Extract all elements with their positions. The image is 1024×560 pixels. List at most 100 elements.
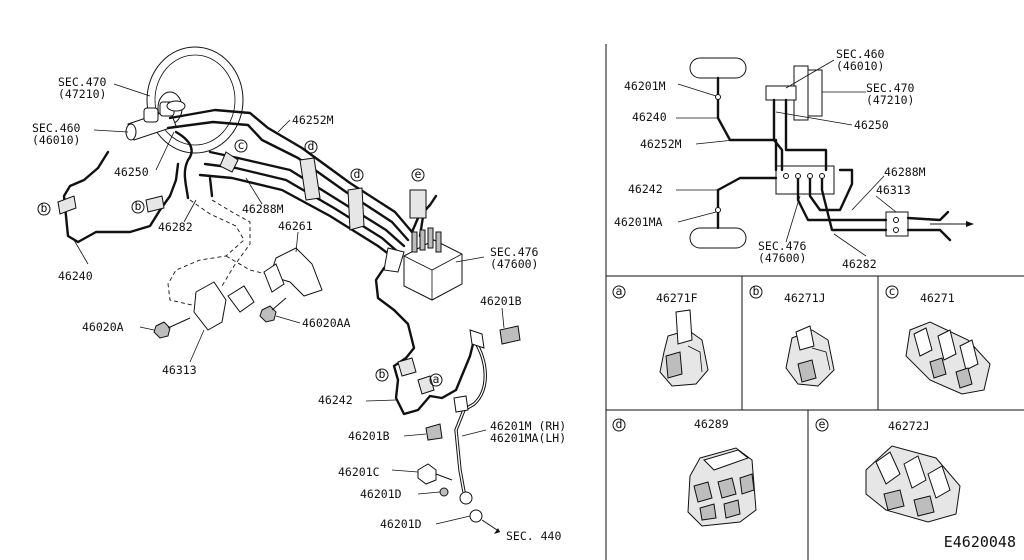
hose-fittings	[417, 463, 501, 534]
abs-actuator	[383, 227, 463, 301]
label-46020aa: 46020AA	[302, 316, 351, 330]
bundle-clips	[57, 151, 427, 231]
diagram-id: E4620048	[944, 533, 1016, 551]
label-sec476: SEC.476	[490, 245, 539, 259]
pipe-46242	[374, 266, 476, 416]
label-46242: 46242	[318, 393, 353, 407]
svg-text:b: b	[379, 367, 386, 381]
label-46282: 46282	[158, 220, 193, 234]
label-46240: 46240	[58, 269, 93, 283]
schematic-label-sec460-code: (46010)	[836, 59, 884, 73]
bracket-46313	[193, 281, 255, 331]
schematic-abs-block	[775, 165, 835, 195]
label-sec476-code: (47600)	[490, 257, 538, 271]
clip-46271-icon	[905, 321, 991, 395]
bolt-46020aa	[259, 297, 287, 323]
marker-b-left: b	[37, 201, 51, 216]
clip-panel-a: a 46271F	[612, 284, 709, 387]
schematic-label-sec476-code: (47600)	[758, 251, 806, 265]
detail-frames	[605, 44, 1024, 560]
svg-text:c: c	[238, 138, 245, 152]
clip-panel-c-part: 46271	[920, 291, 955, 305]
clip-panel-d-part: 46289	[694, 417, 729, 431]
schematic-label-46242: 46242	[628, 182, 663, 196]
marker-a-rear: a	[429, 372, 443, 387]
marker-c-main: c	[234, 138, 248, 153]
clip-panel-b: b 46271J	[749, 284, 835, 387]
schematic-view: SEC.460 (46010) SEC.470 (47210) 46201M 4…	[614, 47, 974, 271]
clip-46271j-icon	[785, 325, 835, 387]
schematic-label-46252m: 46252M	[640, 137, 682, 151]
clip-panel-e-part: 46272J	[888, 419, 930, 433]
svg-text:d: d	[354, 167, 361, 181]
label-sec470: SEC.470	[58, 75, 107, 89]
svg-text:b: b	[135, 199, 142, 213]
svg-text:e: e	[415, 167, 422, 181]
label-sec440: SEC. 440	[506, 529, 561, 543]
schematic-label-46313: 46313	[876, 183, 911, 197]
clip-panel-c: c 46271	[885, 284, 991, 395]
svg-text:a: a	[433, 372, 440, 386]
pipe-46240	[62, 150, 180, 244]
clip-panel-a-letter: a	[616, 284, 623, 298]
clip-panel-c-letter: c	[889, 284, 896, 298]
brake-hose	[453, 329, 487, 505]
label-46252m: 46252M	[292, 113, 334, 127]
leader-lines	[73, 83, 505, 525]
clip-46201b	[425, 325, 521, 441]
marker-b-mid: b	[131, 199, 145, 214]
clip-panel-e-letter: e	[819, 417, 826, 431]
svg-text:b: b	[41, 201, 48, 215]
clip-panel-b-part: 46271J	[784, 291, 826, 305]
clip-46289-icon	[687, 447, 757, 527]
marker-e-main: e	[411, 167, 425, 182]
clip-panel-a-part: 46271F	[656, 291, 698, 305]
label-46201d-upper: 46201D	[360, 487, 402, 501]
marker-b-rear: b	[375, 367, 389, 382]
schematic-label-sec470: SEC.470	[866, 81, 915, 95]
bracket-46261	[263, 247, 323, 297]
clip-panel-b-letter: b	[753, 284, 760, 298]
schematic-tee	[885, 211, 909, 237]
schematic-label-46201ma: 46201MA	[614, 215, 663, 229]
marker-d-lower: d	[350, 167, 364, 182]
clip-46272j-icon	[865, 445, 961, 523]
schematic-leaders	[676, 59, 897, 257]
marker-d-upper: d	[304, 139, 318, 154]
schematic-label-sec460: SEC.460	[836, 47, 885, 61]
front-axle-symbol	[689, 57, 747, 79]
label-sec470-code: (47210)	[58, 87, 106, 101]
schematic-label-sec476: SEC.476	[758, 239, 807, 253]
schematic-label-46250: 46250	[854, 118, 889, 132]
label-46201b-lower: 46201B	[348, 429, 390, 443]
schematic-label-sec470-code: (47210)	[866, 93, 914, 107]
svg-text:d: d	[308, 139, 315, 153]
schematic-label-46288m: 46288M	[884, 165, 926, 179]
schematic-label-46240: 46240	[632, 110, 667, 124]
label-46201c: 46201C	[338, 465, 380, 479]
schematic-master-cylinder	[765, 85, 797, 101]
label-46201d-lower: 46201D	[380, 517, 422, 531]
label-46201m-rh: 46201M (RH)	[490, 419, 566, 433]
clip-panel-e: e 46272J	[815, 417, 961, 523]
brake-booster	[146, 46, 244, 154]
label-46201b-upper: 46201B	[480, 294, 522, 308]
label-sec460: SEC.460	[32, 121, 81, 135]
rear-clips	[397, 357, 435, 395]
label-46201ma-lh: 46201MA(LH)	[490, 431, 566, 445]
bolt-46020a	[153, 317, 191, 339]
rear-axle-symbol	[689, 227, 747, 249]
label-46250: 46250	[114, 165, 149, 179]
main-view: b b c d d e b a SEC.470	[32, 46, 566, 543]
label-sec460-code: (46010)	[32, 133, 80, 147]
label-46313: 46313	[162, 363, 197, 377]
label-46261: 46261	[278, 219, 313, 233]
clip-panel-d-letter: d	[616, 417, 623, 431]
schematic-label-46201m: 46201M	[624, 79, 666, 93]
label-46020a: 46020A	[82, 320, 124, 334]
label-46288m: 46288M	[242, 202, 284, 216]
clip-46271f-icon	[659, 309, 709, 387]
clip-panel-d: d 46289	[612, 417, 757, 527]
schematic-label-46282: 46282	[842, 257, 877, 271]
